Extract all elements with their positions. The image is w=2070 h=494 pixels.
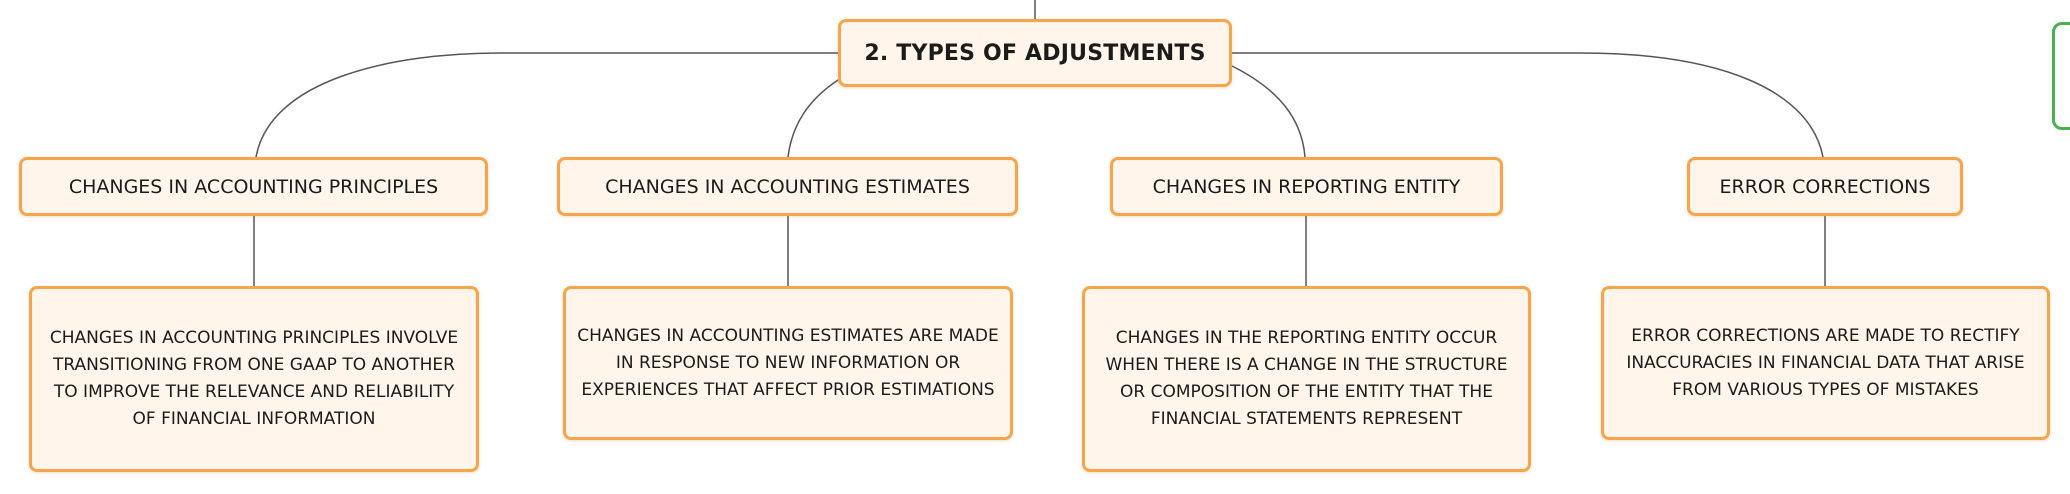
category-node-accounting-estimates[interactable]: CHANGES IN ACCOUNTING ESTIMATES — [557, 157, 1018, 216]
category-node-accounting-principles[interactable]: CHANGES IN ACCOUNTING PRINCIPLES — [19, 157, 488, 216]
category-node-label: ERROR CORRECTIONS — [1719, 175, 1931, 198]
category-node-error-corrections[interactable]: ERROR CORRECTIONS — [1687, 157, 1963, 216]
detail-node-reporting-entity[interactable]: CHANGES IN THE REPORTING ENTITY OCCUR WH… — [1082, 286, 1531, 472]
connector-root-to-estimates — [787, 79, 839, 158]
category-node-reporting-entity[interactable]: CHANGES IN REPORTING ENTITY — [1110, 157, 1503, 216]
connector-root-to-principles — [255, 52, 838, 158]
detail-node-accounting-principles[interactable]: CHANGES IN ACCOUNTING PRINCIPLES INVOLVE… — [29, 286, 479, 472]
detail-node-accounting-estimates[interactable]: CHANGES IN ACCOUNTING ESTIMATES ARE MADE… — [563, 286, 1013, 440]
root-node-label: 2. TYPES OF ADJUSTMENTS — [864, 40, 1206, 66]
detail-node-error-corrections[interactable]: ERROR CORRECTIONS ARE MADE TO RECTIFY IN… — [1601, 286, 2050, 440]
connector-root-to-errors — [1232, 52, 1824, 158]
detail-node-text: CHANGES IN ACCOUNTING ESTIMATES ARE MADE… — [577, 325, 999, 400]
detail-node-text: ERROR CORRECTIONS ARE MADE TO RECTIFY IN… — [1626, 325, 2025, 400]
category-node-label: CHANGES IN REPORTING ENTITY — [1152, 175, 1461, 198]
offscreen-node-edge[interactable] — [2052, 22, 2070, 130]
connector-root-to-reporting — [1231, 65, 1306, 158]
detail-node-text: CHANGES IN THE REPORTING ENTITY OCCUR WH… — [1105, 328, 1508, 429]
category-node-label: CHANGES IN ACCOUNTING ESTIMATES — [605, 175, 970, 198]
detail-node-text: CHANGES IN ACCOUNTING PRINCIPLES INVOLVE… — [49, 328, 459, 429]
category-node-label: CHANGES IN ACCOUNTING PRINCIPLES — [68, 175, 439, 198]
root-node[interactable]: 2. TYPES OF ADJUSTMENTS — [838, 19, 1232, 87]
